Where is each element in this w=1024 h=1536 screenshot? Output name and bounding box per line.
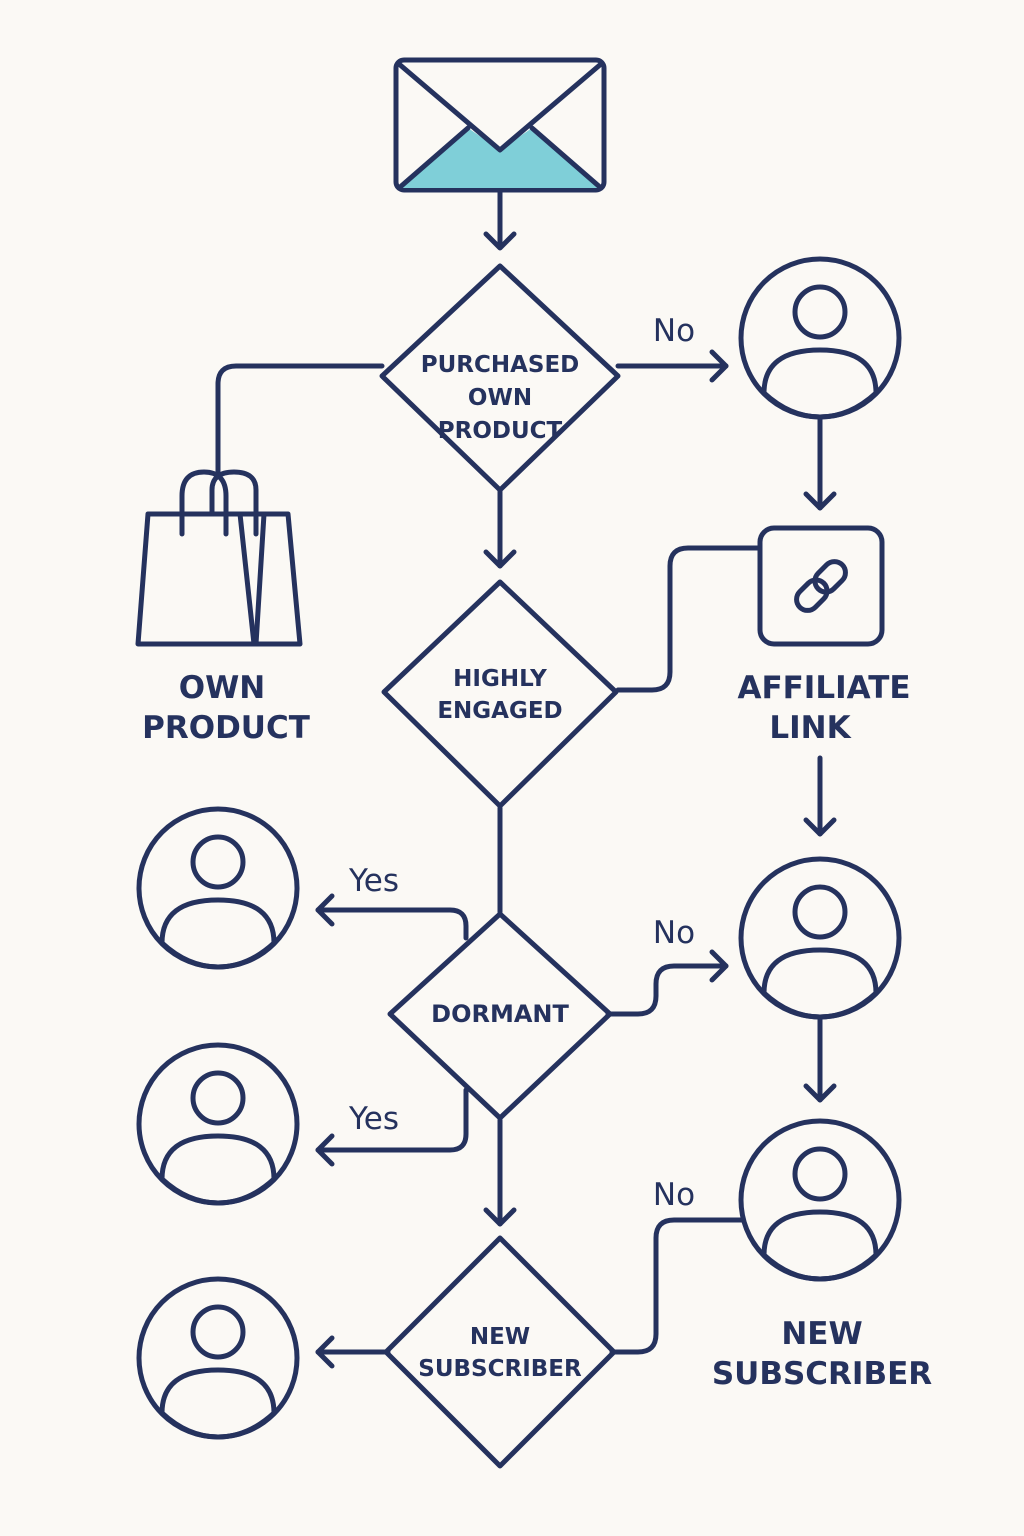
edge-label-subscriber-no: No	[653, 1177, 695, 1213]
own-product-label-line-1: OWN	[179, 670, 266, 706]
edge-purchased-to-engaged-head	[483, 549, 517, 569]
edge-dormant-yes-lower-head	[315, 1133, 335, 1167]
decision-engaged-line-2: ENGAGED	[437, 698, 562, 724]
shopping-bag-icon	[135, 469, 303, 647]
edge-purchased-to-own-product	[215, 363, 385, 475]
decision-dormant-line-1: DORMANT	[431, 1000, 569, 1028]
decision-purchased-own-product: PURCHASED OWN PRODUCT	[379, 263, 621, 493]
user-circle-icon	[136, 806, 300, 970]
decision-purchased-line-1: PURCHASED	[421, 352, 580, 378]
new-subscriber-label-line-1: NEW	[781, 1316, 862, 1352]
edge-envelope-to-purchased-head	[483, 231, 517, 251]
edge-subscriber-to-user-head	[315, 1335, 335, 1369]
edge-dormant-to-subscriber-head	[483, 1207, 517, 1227]
decision-subscriber-line-2: SUBSCRIBER	[418, 1356, 582, 1382]
edge-affiliate-to-user-head	[803, 817, 837, 837]
user-circle-icon	[738, 856, 902, 1020]
edge-label-purchased-no: No	[653, 313, 695, 349]
affiliate-link-label-line-2: LINK	[769, 710, 851, 746]
edge-dormant-yes-lower	[315, 1087, 469, 1153]
edge-purchased-no-head	[709, 349, 729, 383]
connectors	[215, 189, 837, 1369]
edge-user-to-affiliate-head	[803, 491, 837, 511]
decision-purchased-line-3: PRODUCT	[438, 418, 563, 444]
edge-dormant-yes-upper-head	[315, 893, 335, 927]
decision-purchased-line-2: OWN	[468, 385, 532, 411]
affiliate-link-label-line-1: AFFILIATE	[737, 670, 910, 706]
user-circle-icon	[738, 1118, 902, 1282]
edge-subscriber-no	[609, 1217, 745, 1355]
decision-new-subscriber: NEW SUBSCRIBER	[383, 1235, 617, 1469]
user-circle-icon	[136, 1276, 300, 1440]
edge-label-dormant-yes-upper: Yes	[348, 863, 399, 899]
user-circle-icon	[136, 1042, 300, 1206]
edge-label-dormant-yes-lower: Yes	[348, 1101, 399, 1137]
edge-label-dormant-no: No	[653, 915, 695, 951]
decision-engaged-line-1: HIGHLY	[453, 666, 547, 692]
decision-dormant: DORMANT	[387, 911, 613, 1121]
edge-engaged-to-affiliate	[615, 545, 761, 693]
chain-link-icon	[757, 525, 885, 647]
decision-highly-engaged: HIGHLY ENGAGED	[381, 579, 619, 809]
user-circle-icon	[738, 256, 902, 420]
new-subscriber-label-line-2: SUBSCRIBER	[712, 1356, 932, 1392]
decision-subscriber-line-1: NEW	[470, 1324, 530, 1350]
edge-dormant-yes-upper	[315, 907, 469, 941]
own-product-label-line-2: PRODUCT	[142, 710, 310, 746]
edge-user-to-user-head	[803, 1083, 837, 1103]
edge-dormant-no-head	[709, 949, 729, 983]
envelope-icon	[393, 57, 607, 193]
edge-dormant-no	[605, 963, 729, 1017]
